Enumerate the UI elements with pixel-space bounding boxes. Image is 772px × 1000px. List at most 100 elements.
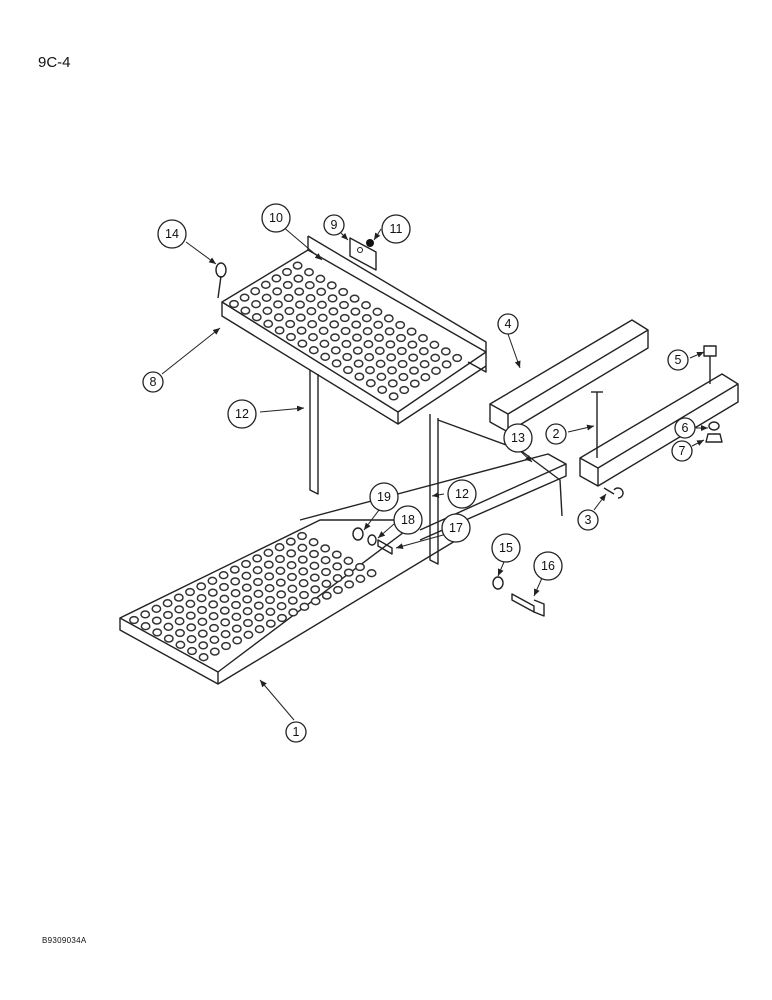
- callout-label: 13: [511, 431, 525, 445]
- callout-7: 7: [671, 440, 693, 462]
- tread-hole: [273, 300, 283, 309]
- tread-hole: [383, 314, 394, 323]
- tread-hole: [197, 605, 207, 615]
- tread-hole: [265, 607, 276, 616]
- tread-hole: [230, 577, 241, 586]
- tread-hole: [310, 585, 321, 594]
- tread-hole: [275, 578, 286, 587]
- tread-hole: [209, 623, 219, 633]
- tread-hole: [353, 359, 364, 368]
- tread-hole: [418, 347, 429, 356]
- tread-hole: [220, 618, 231, 627]
- tread-hole: [362, 327, 373, 336]
- tread-hole: [282, 280, 293, 290]
- tread-hole: [286, 549, 297, 558]
- tread-hole: [252, 554, 263, 563]
- tread-hole: [250, 287, 261, 296]
- tread-hole: [261, 293, 272, 302]
- tread-hole: [288, 608, 299, 617]
- tread-hole: [343, 365, 353, 375]
- tread-hole: [354, 372, 365, 381]
- tread-hole: [163, 622, 174, 631]
- tread-hole: [320, 352, 331, 361]
- callout-label: 6: [682, 421, 689, 435]
- tread-hole: [219, 594, 230, 603]
- tread-hole: [197, 629, 208, 638]
- tread-hole: [197, 617, 208, 626]
- tread-hole: [239, 293, 250, 302]
- callout-17: 17: [441, 513, 471, 543]
- tread-hole: [355, 574, 366, 583]
- tread-hole: [332, 562, 343, 571]
- tread-hole: [219, 582, 229, 592]
- tread-hole: [264, 572, 275, 581]
- tread-hole: [352, 333, 362, 342]
- tread-hole: [175, 628, 185, 638]
- tread-hole: [361, 301, 371, 310]
- callout-label: 14: [165, 227, 179, 241]
- tread-hole: [151, 604, 162, 613]
- callout-label: 9: [331, 218, 338, 232]
- tread-hole: [207, 576, 218, 585]
- tread-hole: [242, 595, 253, 604]
- tread-hole: [163, 634, 174, 643]
- tread-hole: [208, 612, 219, 621]
- tread-hole: [409, 379, 420, 388]
- callout-label: 5: [675, 353, 682, 367]
- tread-hole: [185, 587, 195, 597]
- tread-hole: [297, 543, 308, 552]
- tread-hole: [231, 624, 242, 633]
- tread-hole: [286, 561, 297, 570]
- tread-hole: [262, 306, 273, 315]
- drawing-code: B9309034A: [42, 936, 87, 945]
- tread-hole: [276, 590, 287, 599]
- tread-hole: [430, 353, 441, 362]
- callout-label: 11: [390, 222, 403, 236]
- tread-hole: [243, 618, 253, 628]
- tread-hole: [297, 339, 308, 348]
- tread-hole: [374, 346, 385, 355]
- tread-hole: [298, 579, 309, 588]
- tread-hole: [175, 640, 186, 649]
- tread-hole: [274, 326, 285, 335]
- tread-hole: [306, 307, 317, 316]
- tread-hole: [230, 589, 241, 598]
- tread-hole: [293, 274, 304, 283]
- tread-hole: [452, 353, 463, 363]
- tread-hole: [274, 543, 285, 552]
- tread-hole: [365, 379, 376, 388]
- tread-hole: [242, 607, 253, 616]
- tread-hole: [251, 300, 261, 309]
- tread-hole: [264, 584, 275, 593]
- tread-hole: [271, 274, 282, 283]
- tread-hole: [317, 313, 328, 322]
- tread-hole: [373, 320, 384, 329]
- tread-hole: [162, 599, 173, 608]
- tread-hole: [296, 326, 307, 335]
- tread-hole: [408, 353, 419, 362]
- callout-label: 4: [505, 317, 512, 331]
- callout-5: 5: [667, 349, 689, 371]
- upper-step-assembly: [215, 235, 487, 495]
- tread-hole: [299, 590, 309, 600]
- tread-hole: [352, 346, 363, 355]
- tread-hole: [338, 287, 349, 297]
- tread-hole: [251, 313, 262, 322]
- tread-hole: [186, 623, 197, 632]
- tread-hole: [344, 580, 355, 589]
- tread-hole: [419, 360, 430, 369]
- tread-hole: [295, 313, 306, 322]
- tread-hole: [187, 646, 197, 656]
- lower-step-assembly: [119, 414, 567, 685]
- tread-hole: [429, 340, 440, 349]
- tread-hole: [140, 622, 151, 631]
- callout-10: 10: [261, 203, 291, 233]
- callout-9: 9: [323, 214, 345, 236]
- callout-label: 7: [679, 444, 686, 458]
- tread-hole: [374, 333, 384, 342]
- tread-hole: [174, 617, 185, 626]
- tread-hole: [254, 625, 265, 634]
- tread-hole: [361, 314, 372, 323]
- tread-hole: [221, 641, 231, 651]
